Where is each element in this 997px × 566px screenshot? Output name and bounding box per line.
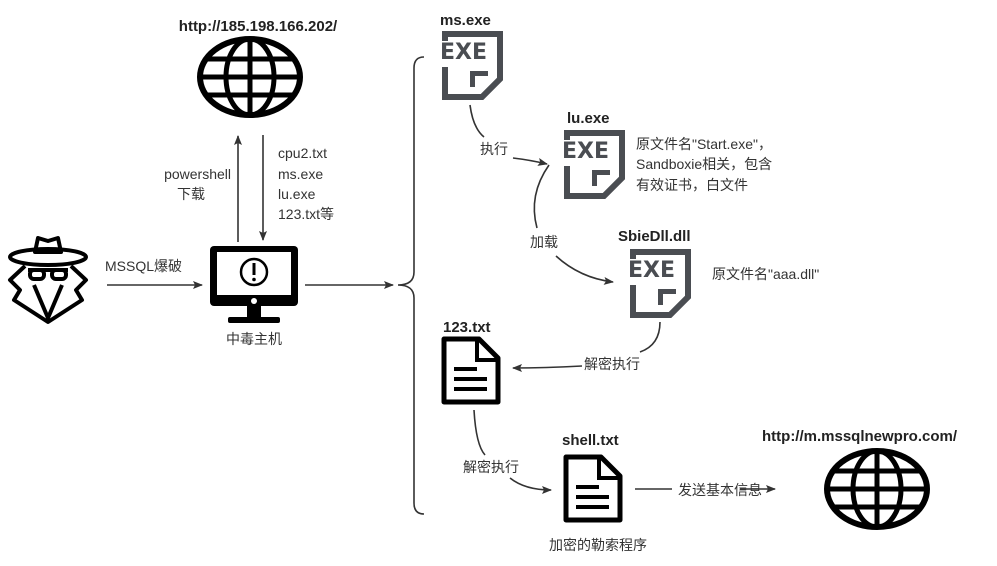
txt123-file-icon <box>444 339 498 402</box>
decrypt-label-2: 解密执行 <box>463 459 519 475</box>
lu-note-1: 原文件名"Start.exe"， <box>636 136 772 152</box>
load-arrow <box>555 255 614 285</box>
lu-note-3: 有效证书，白文件 <box>636 177 748 193</box>
infected-host-label: 中毒主机 <box>226 331 282 347</box>
decrypt-edge-1-start <box>639 321 661 353</box>
file-123: 123.txt等 <box>278 206 334 222</box>
ransom-globe-icon <box>827 451 927 527</box>
file-ms: ms.exe <box>278 166 323 182</box>
decrypt-edge-2-start <box>473 409 486 456</box>
execute-label: 执行 <box>480 141 508 157</box>
sbiedll-label: SbieDll.dll <box>618 228 691 245</box>
powershell-label: powershell <box>164 166 231 182</box>
lu-note-2: Sandboxie相关，包含 <box>636 156 772 172</box>
curly-brace <box>397 56 425 515</box>
send-label: 发送基本信息 <box>678 482 762 498</box>
shell-txt-file-icon <box>566 457 620 520</box>
load-edge-start <box>533 164 550 229</box>
attack-label: MSSQL爆破 <box>105 258 182 274</box>
sbiedll-note: 原文件名"aaa.dll" <box>712 266 819 282</box>
sbiedll-icon-text: EXE <box>628 258 675 283</box>
file-lu: lu.exe <box>278 186 316 202</box>
execute-arrow <box>512 157 548 166</box>
lu-exe-label: lu.exe <box>567 110 610 127</box>
c2-globe-icon <box>200 39 300 115</box>
ms-exe-label: ms.exe <box>440 12 491 29</box>
decrypt-arrow-2 <box>509 477 552 494</box>
decrypt-arrow-1 <box>512 363 583 372</box>
hacker-icon <box>8 236 88 324</box>
lu-exe-icon-text: EXE <box>562 139 609 164</box>
ms-exe-icon-text: EXE <box>440 40 487 65</box>
shell-txt-label: shell.txt <box>562 432 619 449</box>
decrypt-label-1: 解密执行 <box>584 356 640 372</box>
execute-edge-start <box>469 104 485 138</box>
load-label: 加载 <box>530 234 558 250</box>
shell-caption: 加密的勒索程序 <box>549 537 647 553</box>
infected-host-monitor-icon <box>210 246 298 323</box>
file-cpu2: cpu2.txt <box>278 145 327 161</box>
ransom-url: http://m.mssqlnewpro.com/ <box>762 428 958 445</box>
txt123-label: 123.txt <box>443 319 491 336</box>
download-label: 下载 <box>177 186 205 202</box>
c2-url: http://185.198.166.202/ <box>179 18 338 35</box>
